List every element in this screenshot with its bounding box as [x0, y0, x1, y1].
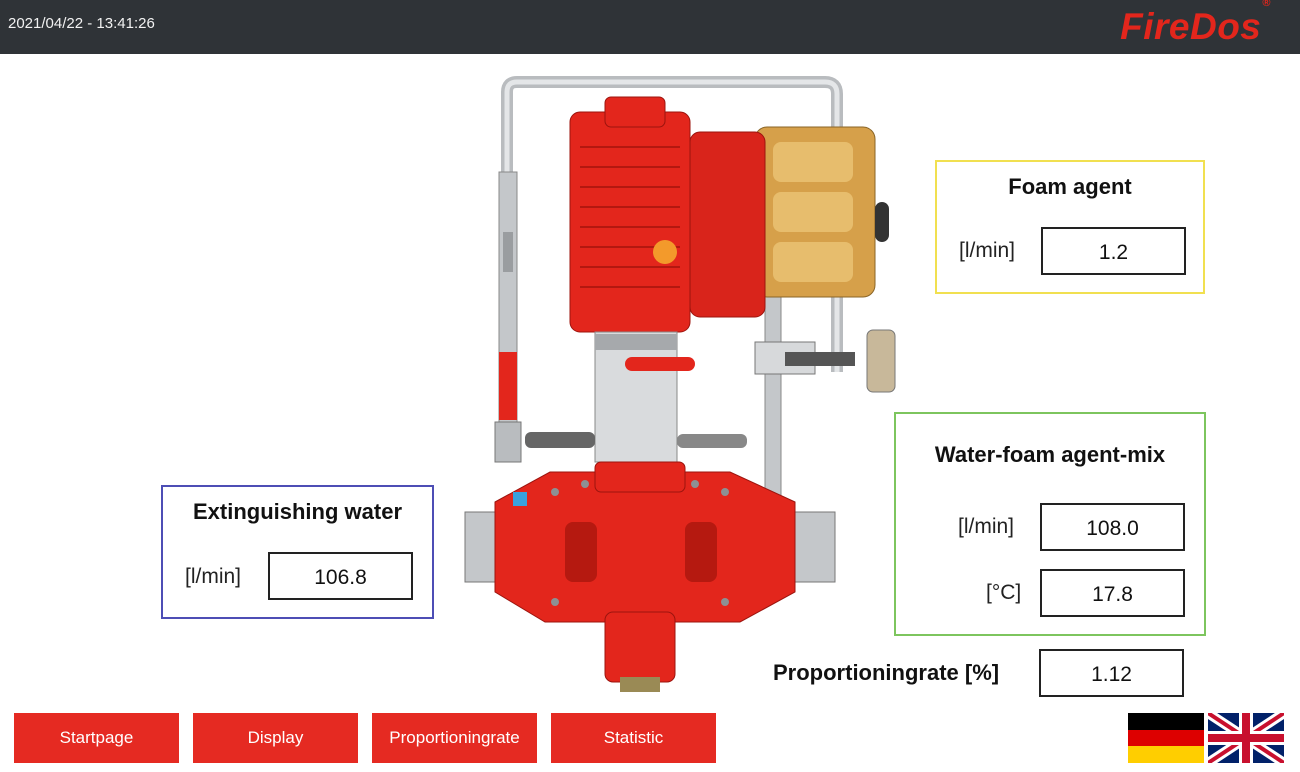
extinguishing-water-panel: Extinguishing water [l/min] 106.8: [161, 485, 434, 619]
proportioning-rate-value: 1.12: [1039, 649, 1184, 697]
uk-flag-icon[interactable]: [1208, 713, 1284, 763]
german-flag-icon[interactable]: [1128, 713, 1204, 763]
mix-flow-unit: [l/min]: [958, 515, 1015, 538]
proportioning-rate-label: Proportioningrate [%]: [773, 660, 1000, 685]
datetime-display: 2021/04/22 - 13:41:26: [8, 15, 155, 32]
registered-mark: ®: [1262, 0, 1271, 9]
logo-text: FireDos: [1120, 6, 1262, 47]
foam-agent-panel: Foam agent [l/min] 1.2: [935, 160, 1205, 294]
foam-agent-unit: [l/min]: [959, 239, 1016, 262]
mix-temp-unit: [°C]: [986, 581, 1022, 604]
startpage-button[interactable]: Startpage: [14, 713, 179, 763]
water-foam-mix-panel: Water-foam agent-mix [l/min] 108.0 [°C] …: [894, 412, 1206, 636]
firedos-logo: FireDos®: [1120, 0, 1270, 48]
display-button[interactable]: Display: [193, 713, 358, 763]
statistic-button[interactable]: Statistic: [551, 713, 716, 763]
mix-temp-value: 17.8: [1040, 569, 1185, 617]
extinguishing-water-flow-value: 106.8: [268, 552, 413, 600]
extinguishing-water-unit: [l/min]: [185, 565, 242, 588]
proportioner-pump-image: [464, 76, 896, 692]
extinguishing-water-title: Extinguishing water: [192, 499, 403, 524]
top-bar: 2021/04/22 - 13:41:26 FireDos®: [0, 0, 1300, 54]
foam-agent-title: Foam agent: [1008, 174, 1132, 199]
mix-flow-value: 108.0: [1040, 503, 1185, 551]
foam-agent-flow-value: 1.2: [1041, 227, 1186, 275]
water-foam-mix-title: Water-foam agent-mix: [934, 442, 1166, 467]
proportioningrate-button[interactable]: Proportioningrate: [372, 713, 537, 763]
